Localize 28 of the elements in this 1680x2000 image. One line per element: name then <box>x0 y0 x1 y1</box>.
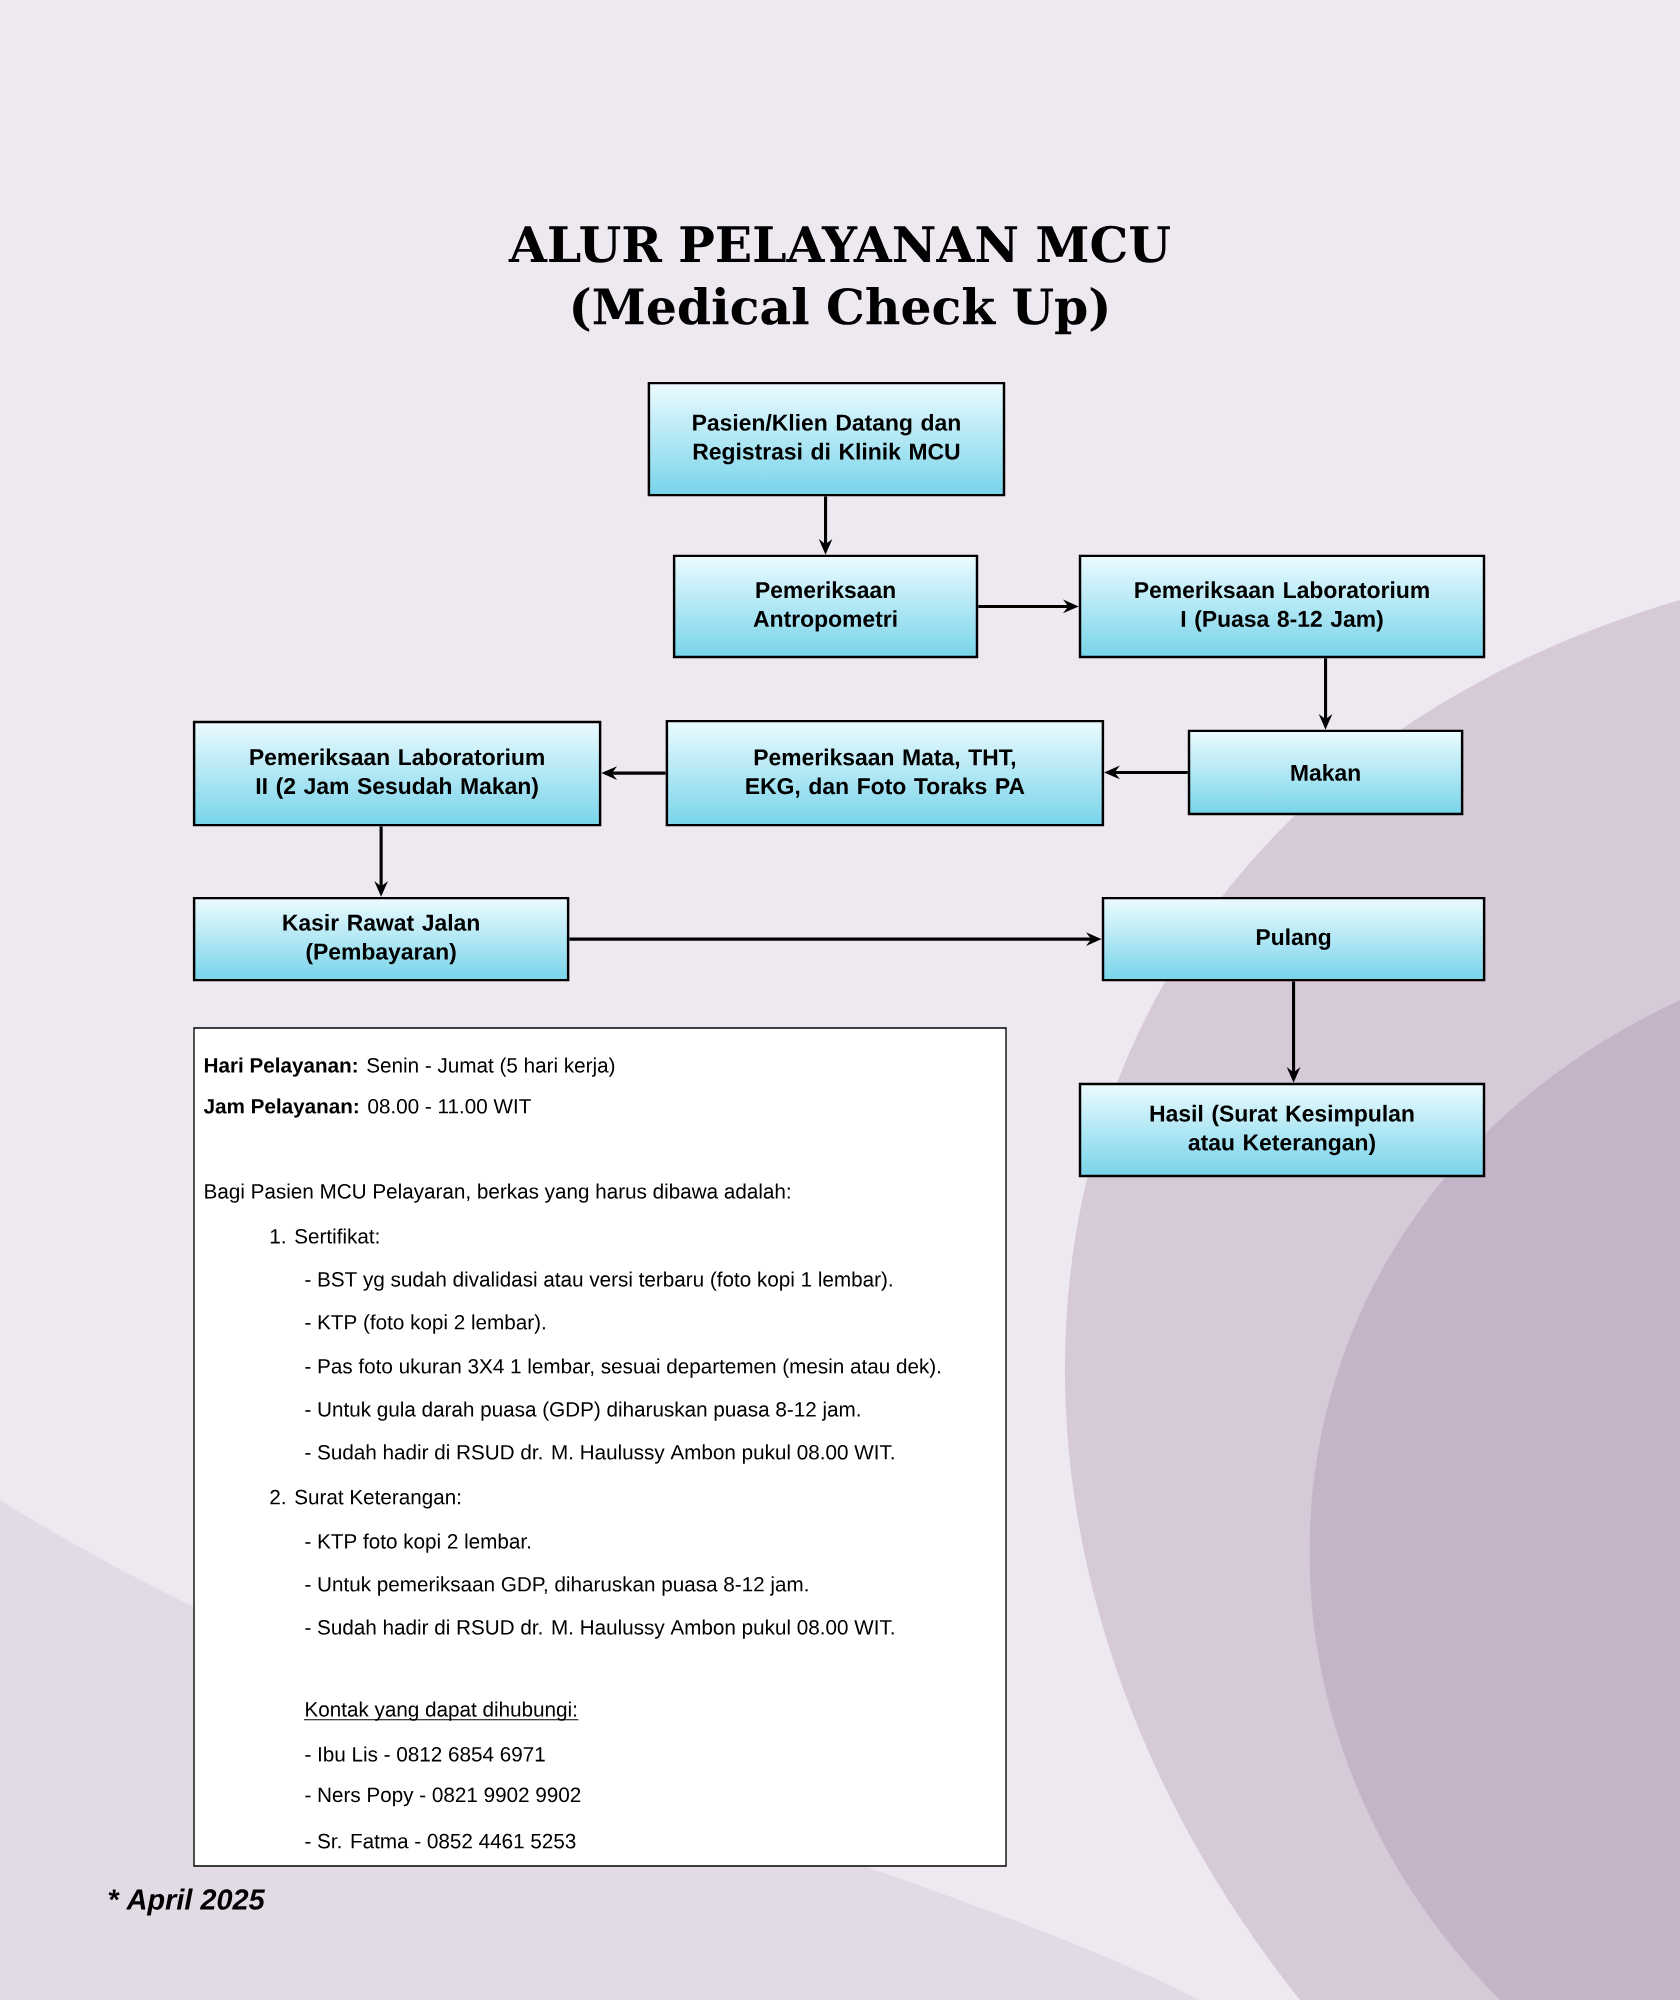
info-text: - KTP (foto kopi 2 lembar). <box>305 1314 545 1334</box>
process-box: Pemeriksaan Laboratorium II (2 Jam Sesudah Makan) <box>192 720 602 827</box>
info-text: - Sr. Fatma - 0852 4461 5253 <box>305 1833 576 1849</box>
process-box: Kasir Rawat Jalan (Pembayaran) <box>192 896 570 982</box>
info-text: - Pas foto ukuran 3X4 1 lembar, sesuai departemen (mesin atau dek). <box>305 1358 941 1378</box>
info-text: - Ners Popy - 0821 9902 9902 <box>305 1787 581 1807</box>
date-note: * April 2025 <box>108 1888 265 1916</box>
process-box: Pemeriksaan Mata, THT, EKG, dan Foto Toraks PA <box>665 719 1105 827</box>
info-text: 2. Surat Keterangan: <box>270 1489 461 1509</box>
info-text: - Sudah hadir di RSUD dr. M. Haulussy Ambon pukul 08.00 WIT. <box>305 1619 894 1639</box>
info-text: - Untuk pemeriksaan GDP, diharuskan puasa 8-12 jam. <box>305 1576 808 1596</box>
title: ALUR PELAYANAN MCU (Medical Check Up) <box>508 225 1170 335</box>
info-text: - Ibu Lis - 0812 6854 6971 <box>305 1746 545 1762</box>
info-text: - Sudah hadir di RSUD dr. M. Haulussy Ambon pukul 08.00 WIT. <box>305 1444 894 1464</box>
info-text: Jam Pelayanan: 08.00 - 11.00 WIT <box>203 1098 531 1118</box>
info-text: Hari Pelayanan: Senin - Jumat (5 hari kerja) <box>204 1057 615 1077</box>
process-box: Pasien/Klien Datang dan Registrasi di Klinik MCU <box>647 381 1006 497</box>
info-text: - BST yg sudah divalidasi atau versi terbaru (foto kopi 1 lembar). <box>305 1271 892 1291</box>
info-text: 1. Sertifikat: <box>270 1228 379 1244</box>
info-text: - Untuk gula darah puasa (GDP) diharuskan puasa 8-12 jam. <box>305 1401 860 1421</box>
process-box: Pemeriksaan Antropometri <box>672 554 979 659</box>
process-box: Pemeriksaan Laboratorium I (Puasa 8-12 Jam) <box>1078 554 1486 659</box>
contact-heading: Kontak yang dapat dihubungi: <box>303 1701 579 1721</box>
process-box: Makan <box>1187 729 1464 816</box>
process-box: Hasil (Surat Kesimpulan atau Keterangan) <box>1078 1082 1486 1178</box>
info-text: - KTP foto kopi 2 lembar. <box>305 1533 530 1553</box>
info-text: Bagi Pasien MCU Pelayaran, berkas yang harus dibawa adalah: <box>205 1183 790 1203</box>
process-box: Pulang <box>1101 896 1486 982</box>
